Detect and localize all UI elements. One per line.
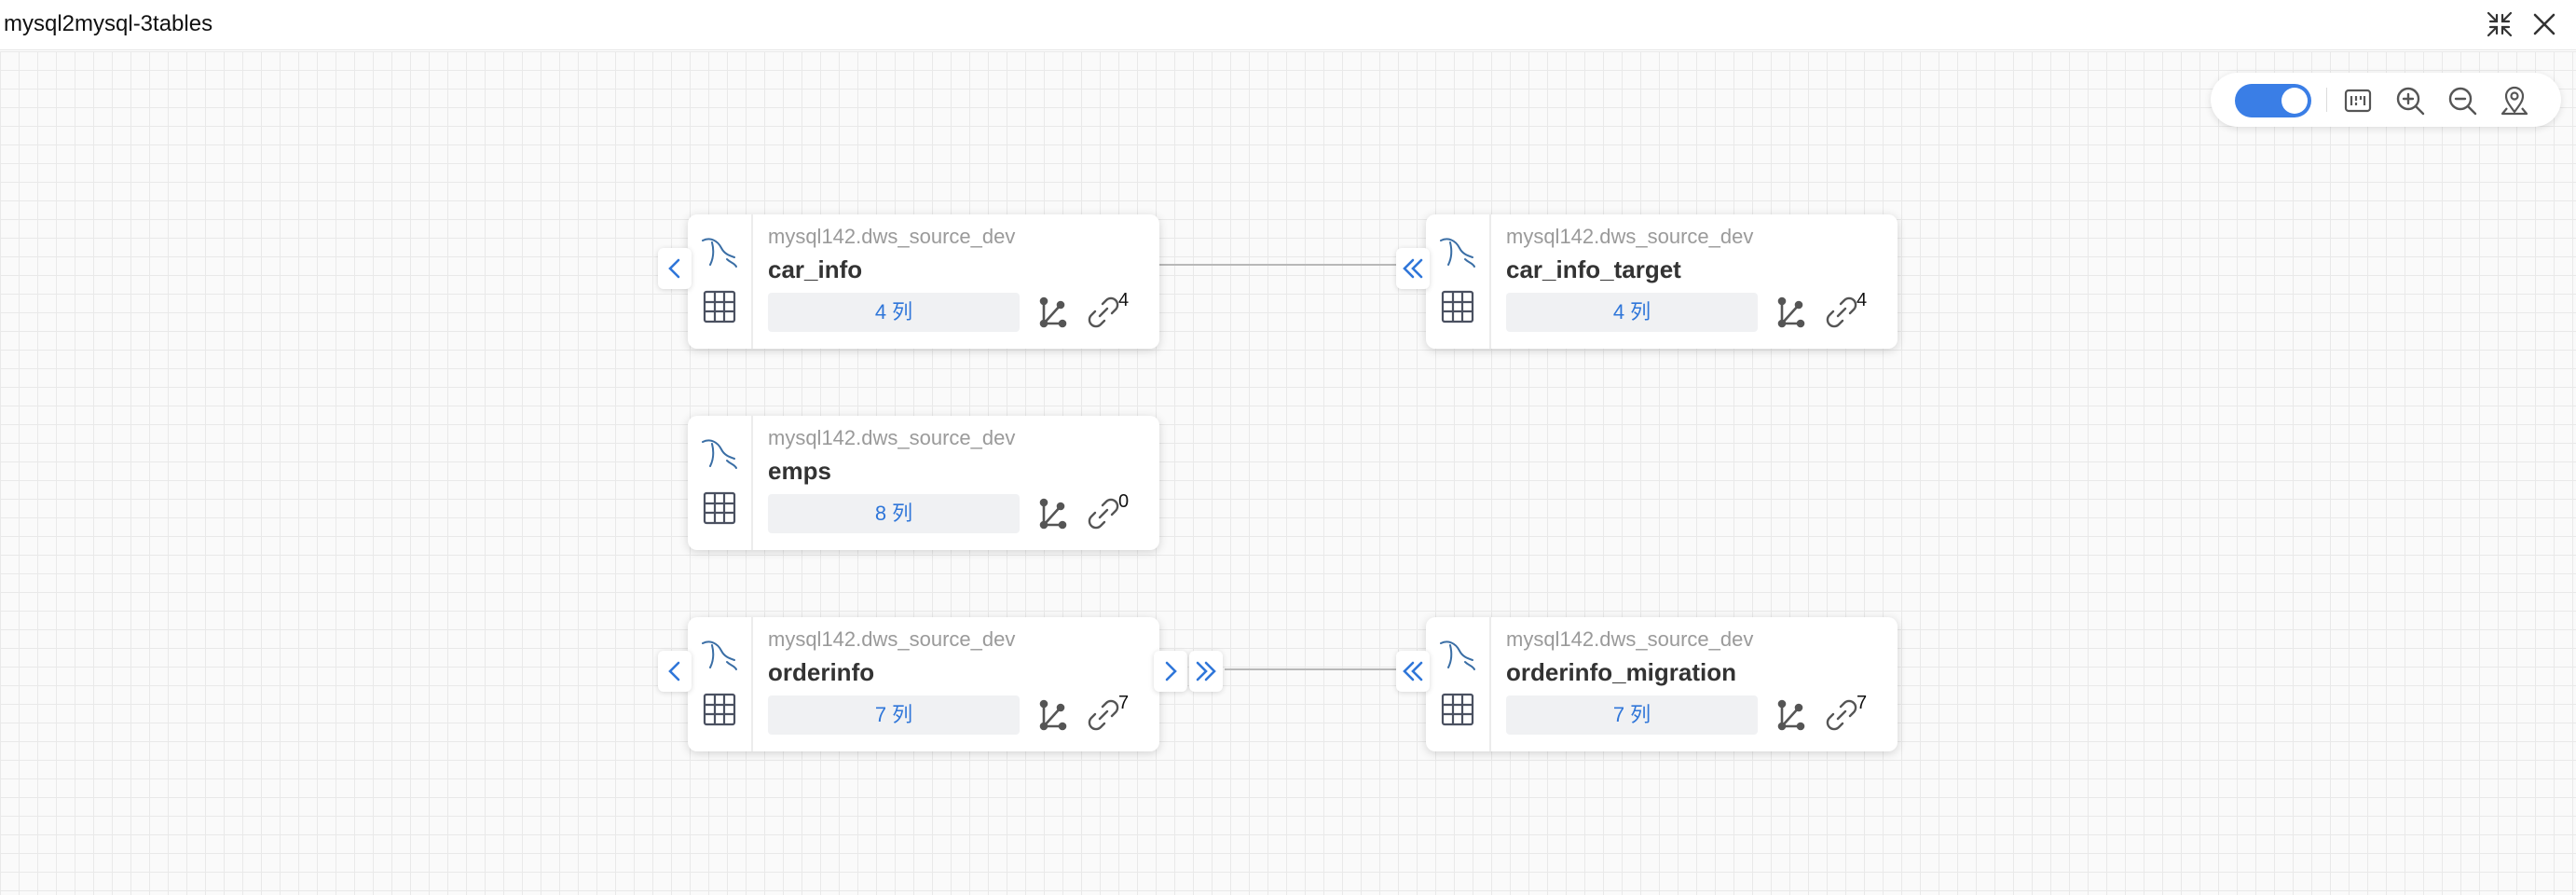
table-grid-icon [703, 290, 736, 324]
link-icon[interactable] [1825, 698, 1858, 732]
table-node-car-info[interactable]: mysql142.dws_source_dev car_info 4 列 4 [688, 214, 1159, 349]
expand-upstream-button[interactable] [658, 651, 692, 692]
mysql-icon [702, 439, 737, 469]
expand-upstream-all-button[interactable] [1396, 248, 1430, 289]
display-toggle[interactable] [2235, 84, 2311, 117]
chevron-left-icon [668, 661, 680, 682]
toggle-knob [2281, 88, 2308, 114]
title-bar: mysql2mysql-3tables [0, 0, 2576, 50]
lineage-icon[interactable] [1036, 497, 1070, 530]
node-table-name: orderinfo_migration [1506, 658, 1737, 686]
chevron-left-icon [668, 258, 680, 279]
table-grid-icon [703, 693, 736, 726]
node-source: mysql142.dws_source_dev [1506, 627, 1754, 651]
table-node-orderinfo-migration[interactable]: mysql142.dws_source_dev orderinfo_migrat… [1426, 617, 1898, 751]
link-count: 4 [1857, 290, 1868, 310]
table-node-emps[interactable]: mysql142.dws_source_dev emps 8 列 0 [688, 416, 1159, 550]
link-count: 0 [1118, 491, 1130, 512]
link-icon[interactable] [1087, 698, 1120, 732]
node-source: mysql142.dws_source_dev [768, 225, 1016, 248]
table-grid-icon [1441, 693, 1474, 726]
node-table-name: car_info [768, 255, 863, 283]
window-title: mysql2mysql-3tables [4, 11, 213, 36]
lineage-icon[interactable] [1036, 698, 1070, 732]
table-node-car-info-target[interactable]: mysql142.dws_source_dev car_info_target … [1426, 214, 1898, 349]
node-icon-column [1426, 617, 1491, 751]
column-count-button[interactable]: 4 列 [1506, 293, 1758, 332]
link-count: 7 [1857, 693, 1868, 713]
expand-downstream-button[interactable] [1154, 651, 1187, 692]
table-node-orderinfo[interactable]: mysql142.dws_source_dev orderinfo 7 列 7 [688, 617, 1159, 751]
locate-icon[interactable] [2498, 84, 2531, 117]
lineage-icon[interactable] [1036, 296, 1070, 329]
column-count-button[interactable]: 8 列 [768, 494, 1020, 533]
double-chevron-left-icon [1403, 258, 1423, 279]
node-icon-column [1426, 214, 1491, 349]
collapse-icon[interactable] [2483, 7, 2516, 41]
table-grid-icon [703, 491, 736, 525]
link-count: 7 [1118, 693, 1130, 713]
node-icon-column [688, 617, 753, 751]
link-count: 4 [1118, 290, 1130, 310]
link-icon[interactable] [1087, 296, 1120, 329]
column-count-button[interactable]: 4 列 [768, 293, 1020, 332]
mysql-icon [1440, 640, 1475, 670]
edge-orderinfo [1225, 668, 1404, 670]
node-icon-column [688, 214, 753, 349]
mysql-icon [1440, 238, 1475, 268]
lineage-icon[interactable] [1774, 698, 1808, 732]
column-count-button[interactable]: 7 列 [1506, 695, 1758, 735]
table-grid-icon [1441, 290, 1474, 324]
chevron-right-icon [1165, 661, 1177, 682]
lineage-icon[interactable] [1774, 296, 1808, 329]
legend-icon[interactable] [2341, 84, 2375, 117]
toolbar-divider [2326, 88, 2327, 112]
node-table-name: car_info_target [1506, 255, 1681, 283]
zoom-out-icon[interactable] [2446, 84, 2479, 117]
edge-car-info [1158, 264, 1404, 266]
expand-upstream-button[interactable] [658, 248, 692, 289]
canvas-toolbar [2211, 73, 2561, 127]
node-source: mysql142.dws_source_dev [768, 627, 1016, 651]
mysql-icon [702, 238, 737, 268]
node-source: mysql142.dws_source_dev [768, 426, 1016, 449]
close-icon[interactable] [2528, 7, 2561, 41]
node-source: mysql142.dws_source_dev [1506, 225, 1754, 248]
node-icon-column [688, 416, 753, 550]
zoom-in-icon[interactable] [2393, 84, 2427, 117]
mysql-icon [702, 640, 737, 670]
expand-upstream-all-button[interactable] [1396, 651, 1430, 692]
link-icon[interactable] [1087, 497, 1120, 530]
link-icon[interactable] [1825, 296, 1858, 329]
expand-downstream-all-button[interactable] [1189, 651, 1223, 692]
double-chevron-right-icon [1196, 661, 1216, 682]
node-table-name: orderinfo [768, 658, 875, 686]
column-count-button[interactable]: 7 列 [768, 695, 1020, 735]
lineage-canvas[interactable]: mysql142.dws_source_dev car_info 4 列 4 [0, 51, 2576, 895]
double-chevron-left-icon [1403, 661, 1423, 682]
node-table-name: emps [768, 457, 831, 485]
